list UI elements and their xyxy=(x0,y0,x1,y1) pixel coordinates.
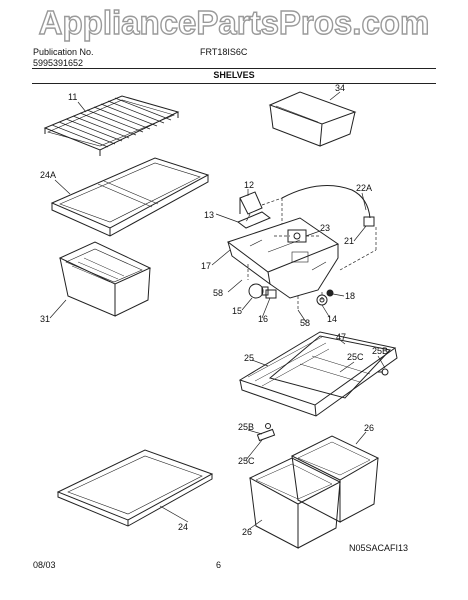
part-label: 25B xyxy=(238,422,254,432)
part-label: 26 xyxy=(242,527,252,537)
part-label: 25C xyxy=(347,352,364,362)
part-label: 14 xyxy=(327,314,337,324)
part-label: 11 xyxy=(68,92,77,102)
part-label: 31 xyxy=(40,314,50,324)
thermostat xyxy=(287,229,307,243)
page-number: 6 xyxy=(216,560,222,570)
dairy-bin xyxy=(268,91,357,147)
part-label: 12 xyxy=(244,180,254,190)
part-label: 25B xyxy=(372,346,388,356)
part-label: 23 xyxy=(320,223,330,233)
part-label: 58 xyxy=(213,288,223,298)
part-label: 58 xyxy=(300,318,310,328)
part-label: 26 xyxy=(364,423,374,433)
model-number: FRT18IS6C xyxy=(200,47,248,57)
part-label: 47 xyxy=(336,332,346,342)
control-cover xyxy=(239,191,263,215)
part-label: 16 xyxy=(258,314,268,324)
wire-shelf xyxy=(43,95,180,156)
control-housing xyxy=(226,217,340,299)
part-label: 22A xyxy=(356,183,372,193)
diagram-code: N05SACAFI13 xyxy=(349,543,409,553)
watermark-logo: AppliancePartsPros.com xyxy=(38,3,430,41)
shelf-bracket xyxy=(256,423,276,442)
part-label: 18 xyxy=(345,291,355,301)
publication-number: 5995391652 xyxy=(33,58,84,68)
crisper-pan-right-lower xyxy=(248,457,342,549)
glass-shelf-frame xyxy=(50,157,210,237)
title-rule xyxy=(32,83,436,84)
crisper-pan-right-upper xyxy=(290,435,380,523)
part-label: 15 xyxy=(232,306,242,316)
header-rule xyxy=(32,68,436,69)
socket xyxy=(265,289,277,299)
footer-date: 08/03 xyxy=(33,560,56,570)
knob xyxy=(326,289,334,297)
glass-shelf-bottom xyxy=(56,449,214,527)
part-label: 24 xyxy=(178,522,188,532)
part-label: 25C xyxy=(238,456,255,466)
publication-label: Publication No. xyxy=(33,47,94,57)
part-label: 25 xyxy=(244,353,254,363)
light-bulb xyxy=(248,283,269,299)
crisper-cover-frame xyxy=(238,331,398,417)
wire-harness xyxy=(281,185,375,227)
section-title: SHELVES xyxy=(213,70,255,80)
shelf-clip xyxy=(378,368,389,376)
part-label: 24A xyxy=(40,170,56,180)
light-shield xyxy=(237,211,271,229)
part-label: 34 xyxy=(335,83,345,93)
part-label: 21 xyxy=(344,236,354,246)
part-label: 13 xyxy=(204,210,214,220)
part-label: 17 xyxy=(201,261,211,271)
shelf-glass-insert xyxy=(268,335,391,399)
crisper-pan-left xyxy=(58,241,152,317)
